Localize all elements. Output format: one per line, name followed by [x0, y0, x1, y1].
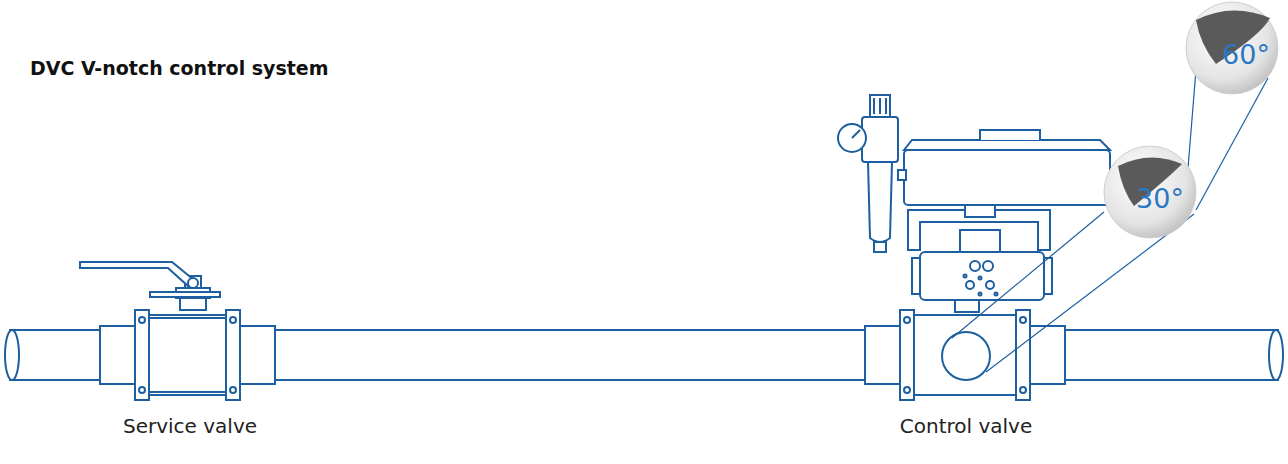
valve-label: Control valve: [900, 414, 1032, 438]
actuator: [912, 252, 1052, 300]
diagram-title: DVC V-notch control system: [30, 57, 329, 79]
ball-angle-label: 60°: [1222, 39, 1270, 70]
mounting-bracket: [908, 205, 1050, 252]
service-valve: [80, 262, 240, 400]
leader-line: [952, 70, 1268, 372]
valve-label: Service valve: [123, 414, 257, 438]
control-valve: [900, 298, 1030, 400]
ball-angle-label: 30°: [1136, 183, 1184, 214]
positioner: [904, 130, 1132, 205]
filter-regulator: [838, 95, 906, 252]
v-notch-ball: [1104, 2, 1278, 238]
